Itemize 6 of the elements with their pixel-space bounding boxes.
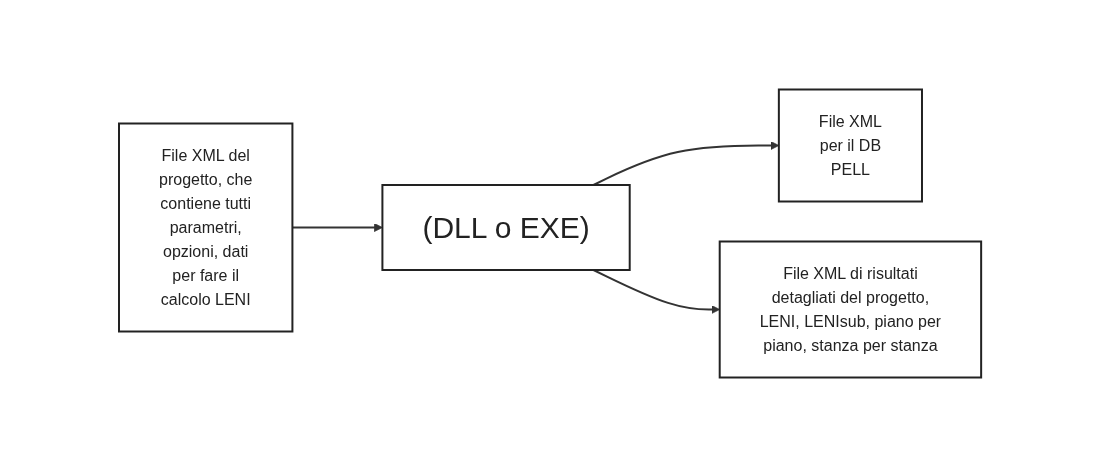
node-box: File XML del progetto, che contiene tutti parametri, opzioni, dati per fare il calcolo LENI: [118, 122, 294, 333]
arrow: [592, 269, 721, 314]
node-box: (DLL o EXE): [381, 184, 632, 271]
arrow: [592, 141, 780, 186]
node-box: File XML di risultati detagliati del progetto, LENI, LENIsub, piano per piano, stanza per stanza: [719, 240, 983, 379]
node-box: File XML per il DB PELL: [778, 88, 924, 203]
